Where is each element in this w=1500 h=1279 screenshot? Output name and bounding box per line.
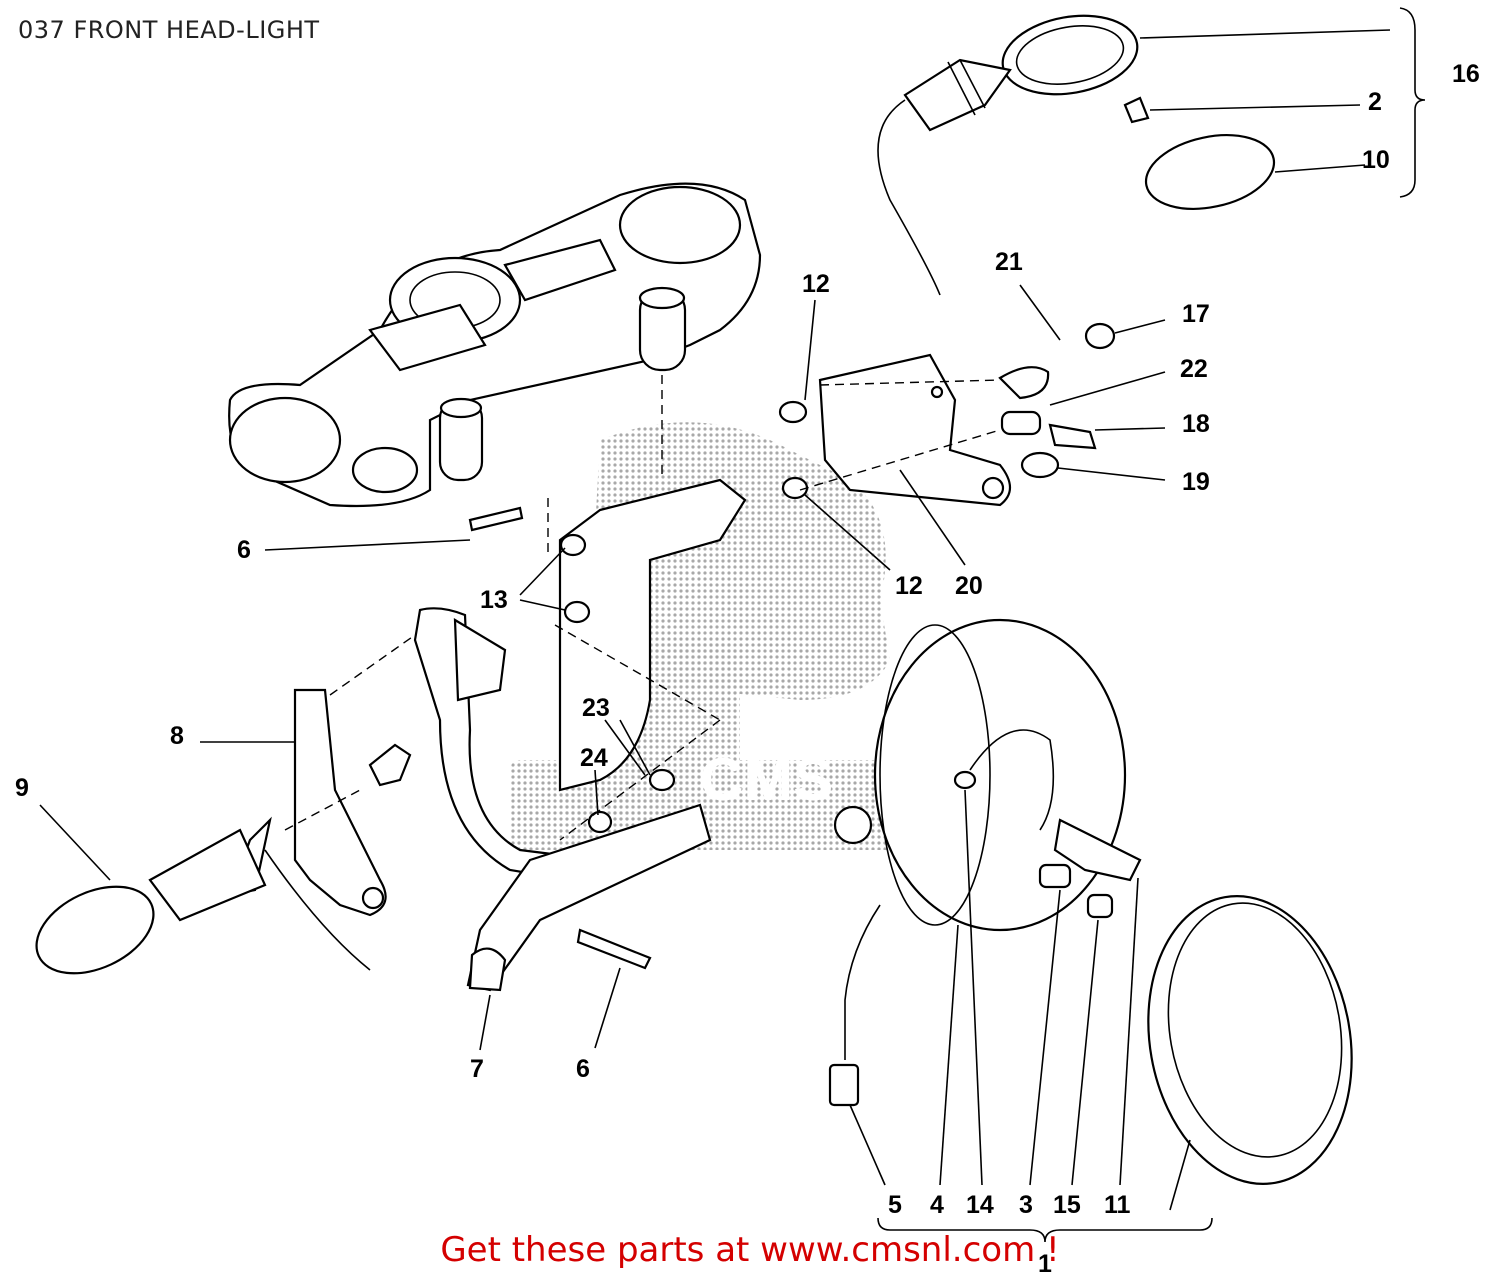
- callout-16: 16: [1452, 60, 1480, 88]
- callout-7: 7: [470, 1055, 484, 1083]
- callout-19: 19: [1182, 468, 1210, 496]
- callout-24: 24: [580, 744, 608, 772]
- callout-labels: 16 2 10 12 21 17 22 18 19 6 13 12 20 8 9…: [15, 60, 1480, 1278]
- bracket-20: [778, 322, 1116, 507]
- headlight-housing: [828, 618, 1142, 1107]
- callout-15: 15: [1053, 1191, 1081, 1219]
- headlight-mount: [413, 478, 747, 992]
- watermark-text: CMS: [700, 746, 833, 813]
- callout-6-top: 6: [237, 536, 251, 564]
- callout-9: 9: [15, 774, 29, 802]
- callout-4: 4: [930, 1191, 944, 1219]
- triple-clamp: [228, 182, 762, 508]
- callout-11: 11: [1104, 1191, 1131, 1219]
- footer-link-text[interactable]: Get these parts at www.cmsnl.com !: [440, 1230, 1060, 1270]
- callout-13: 13: [480, 586, 508, 614]
- turn-signal-right: [877, 14, 1276, 296]
- page-title: 037 FRONT HEAD-LIGHT: [18, 16, 320, 44]
- callout-14: 14: [966, 1191, 994, 1219]
- callout-10: 10: [1362, 146, 1390, 174]
- headlight-lens: [1147, 895, 1353, 1185]
- leader-lines: [39, 7, 1426, 1243]
- callout-12-bottom: 12: [895, 572, 923, 600]
- callout-23: 23: [582, 694, 610, 722]
- callout-1: 1: [1038, 1250, 1052, 1278]
- callout-5: 5: [888, 1191, 902, 1219]
- turn-signal-left: [35, 688, 412, 975]
- callout-12-top: 12: [802, 270, 830, 298]
- callout-20: 20: [955, 572, 983, 600]
- assembly-lines: [284, 375, 1001, 841]
- callout-8: 8: [170, 722, 184, 750]
- callout-22: 22: [1180, 355, 1208, 383]
- callout-17: 17: [1182, 300, 1210, 328]
- callout-3: 3: [1019, 1191, 1033, 1219]
- callout-18: 18: [1182, 410, 1210, 438]
- callout-2: 2: [1368, 88, 1382, 116]
- callout-6-bottom: 6: [576, 1055, 590, 1083]
- callout-21: 21: [995, 248, 1023, 276]
